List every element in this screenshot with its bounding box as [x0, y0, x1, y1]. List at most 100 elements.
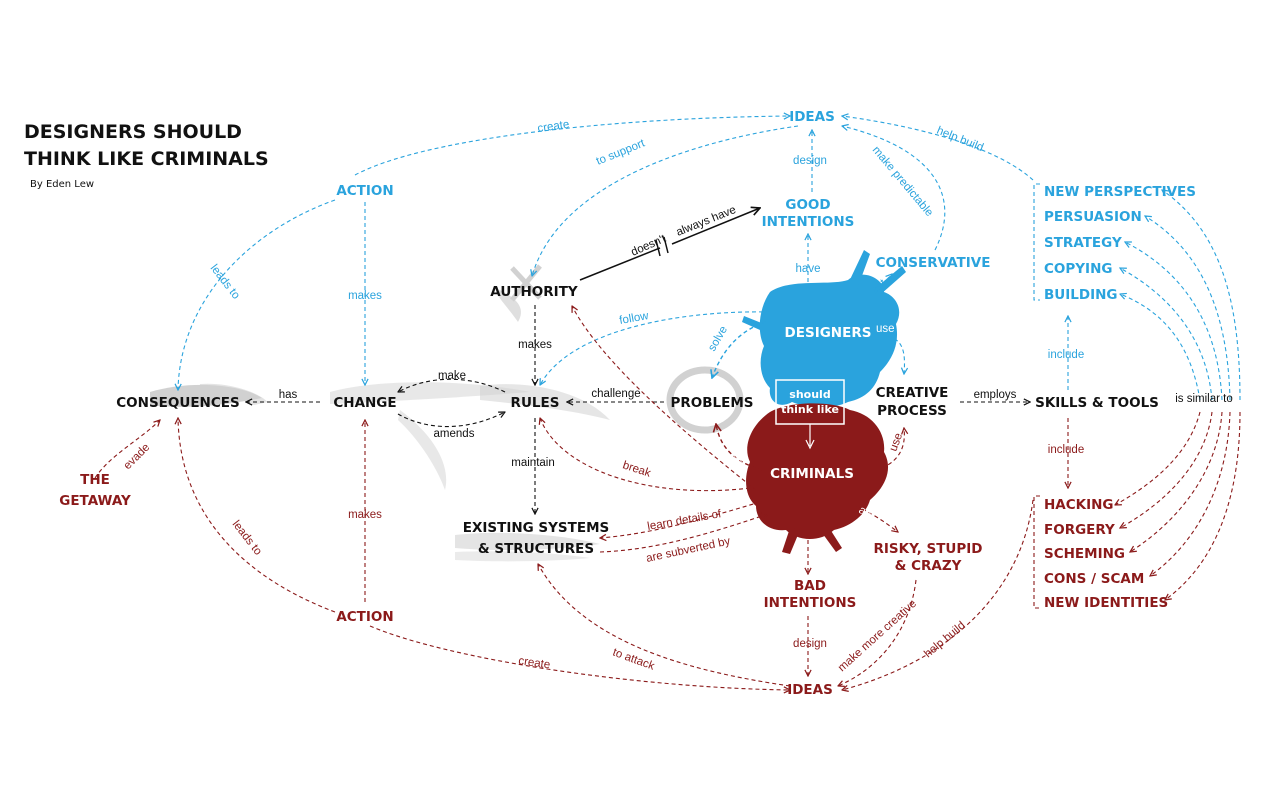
node-conservative: CONSERVATIVE	[876, 255, 991, 271]
edge-action-create-ideas	[354, 116, 790, 176]
blue-list-item: STRATEGY	[1044, 235, 1122, 251]
label-help-build-top: help build	[935, 125, 985, 155]
node-creative-1: CREATIVE	[876, 385, 949, 401]
label-subverted: are subverted by	[645, 535, 732, 565]
label-create-top: create	[537, 119, 570, 135]
edge-action-leads-to-consequences-red	[178, 418, 336, 613]
label-doesnt: doesn't	[629, 233, 668, 259]
node-risky-1: RISKY, STUPID	[874, 541, 983, 557]
blue-list-item: COPYING	[1044, 261, 1112, 277]
label-makes-authority: makes	[518, 339, 552, 351]
blue-list-item: NEW PERSPECTIVES	[1044, 184, 1196, 200]
node-bad-intentions-2: INTENTIONS	[764, 595, 857, 611]
edge-change-make-rules	[398, 378, 506, 392]
node-ideas-top: IDEAS	[789, 109, 835, 125]
label-makes-top: makes	[348, 290, 382, 302]
edge-designers-solve-problems	[712, 321, 767, 378]
label-learn-details: learn details of	[646, 508, 723, 533]
red-list-item: HACKING	[1044, 497, 1114, 513]
label-makes-bottom: makes	[348, 509, 382, 521]
title-line-2: THINK LIKE CRIMINALS	[24, 148, 269, 170]
edge-similar-new-perspectives	[1162, 190, 1241, 401]
node-risky-2: & CRAZY	[895, 558, 962, 574]
node-good-intentions-1: GOOD	[785, 197, 830, 213]
node-getaway-2: GETAWAY	[59, 493, 131, 509]
label-is-similar-to: is similar to	[1175, 393, 1233, 405]
node-existing-2: & STRUCTURES	[478, 541, 594, 557]
label-to-attack: to attack	[611, 647, 656, 673]
edge-similar-persuasion	[1145, 216, 1231, 401]
label-break: break	[621, 459, 652, 479]
edge-authority-good-intentions	[579, 208, 760, 281]
edge-criminals-act-risky	[855, 505, 898, 532]
label-cause: cause	[727, 440, 747, 473]
node-creative-2: PROCESS	[877, 403, 947, 419]
edge-red-list-bracket	[1033, 495, 1040, 609]
edge-ideas-to-attack-existing	[538, 564, 791, 687]
blue-list-item: PERSUASION	[1044, 209, 1142, 225]
node-action-bottom: ACTION	[336, 609, 393, 625]
edge-criminals-use-creative	[881, 428, 904, 469]
label-leads-to-bottom: leads to	[230, 518, 264, 557]
node-existing-1: EXISTING SYSTEMS	[463, 520, 610, 536]
node-consequences: CONSEQUENCES	[116, 395, 239, 411]
label-challenge: challenge	[591, 388, 640, 400]
label-help-build-bottom: help build	[922, 619, 967, 660]
edge-action-create-ideas-red	[369, 625, 790, 690]
label-use-bottom: use	[888, 431, 906, 453]
edge-similar-forgery	[1120, 411, 1213, 528]
red-list: HACKING FORGERY SCHEMING CONS / SCAM NEW…	[1044, 497, 1168, 611]
edge-designers-use-creative	[887, 335, 904, 374]
label-evade: evade	[122, 441, 153, 472]
edge-similar-new-identities	[1165, 411, 1241, 600]
edge-designers-follow-rules	[540, 311, 771, 385]
edge-criminals-authority	[572, 306, 757, 491]
edge-conservative-make-predictable-ideas	[842, 126, 946, 251]
node-bad-intentions-1: BAD	[794, 578, 826, 594]
label-follow: follow	[618, 310, 650, 327]
edge-similar-strategy	[1125, 242, 1223, 401]
label-design-top: design	[793, 155, 827, 167]
node-ideas-bottom: IDEAS	[787, 682, 833, 698]
blue-list: NEW PERSPECTIVES PERSUASION STRATEGY COP…	[1044, 184, 1196, 303]
edge-similar-copying	[1120, 268, 1213, 401]
edge-building-help-build-ideas	[842, 116, 1034, 181]
blue-list-item: BUILDING	[1044, 287, 1118, 303]
edge-action-leads-to-consequences	[178, 199, 336, 390]
label-design-bottom: design	[793, 638, 827, 650]
label-make-predictable: make predictable	[870, 144, 935, 219]
label-has: has	[279, 389, 298, 401]
node-problems: PROBLEMS	[670, 395, 753, 411]
edge-similar-building	[1120, 294, 1201, 401]
node-action-top: ACTION	[336, 183, 393, 199]
edge-criminals-break-rules	[540, 418, 751, 492]
edge-similar-cons	[1150, 411, 1231, 576]
edges	[94, 116, 1241, 690]
node-change: CHANGE	[333, 395, 396, 411]
edge-similar-scheming	[1130, 411, 1223, 552]
red-list-item: FORGERY	[1044, 522, 1115, 538]
edge-rules-amends-change	[397, 412, 505, 428]
grey-brush-strokes	[150, 264, 744, 562]
edge-similar-hacking	[1115, 411, 1201, 505]
edge-existing-subverted-criminals	[599, 514, 768, 553]
edge-ideas-to-support-authority	[532, 125, 799, 276]
edge-risky-make-more-creative-ideas	[838, 579, 917, 686]
criminals-splash	[746, 403, 889, 554]
red-list-item: NEW IDENTITIES	[1044, 595, 1168, 611]
edge-blue-list-bracket	[1033, 183, 1040, 301]
label-use: use	[876, 323, 895, 335]
node-should-1: should	[789, 388, 830, 401]
red-list-item: SCHEMING	[1044, 546, 1125, 562]
node-authority: AUTHORITY	[490, 284, 578, 300]
label-have: have	[796, 263, 821, 275]
node-criminals: CRIMINALS	[770, 466, 854, 482]
edge-getaway-evade-consequences	[94, 420, 160, 479]
designers-splash	[742, 250, 906, 408]
red-list-item: CONS / SCAM	[1044, 571, 1144, 587]
label-maintain: maintain	[511, 457, 554, 469]
label-create-bottom: create	[518, 655, 551, 671]
label-leads-to-top: leads to	[208, 262, 242, 301]
label-to-support: to support	[595, 137, 648, 168]
